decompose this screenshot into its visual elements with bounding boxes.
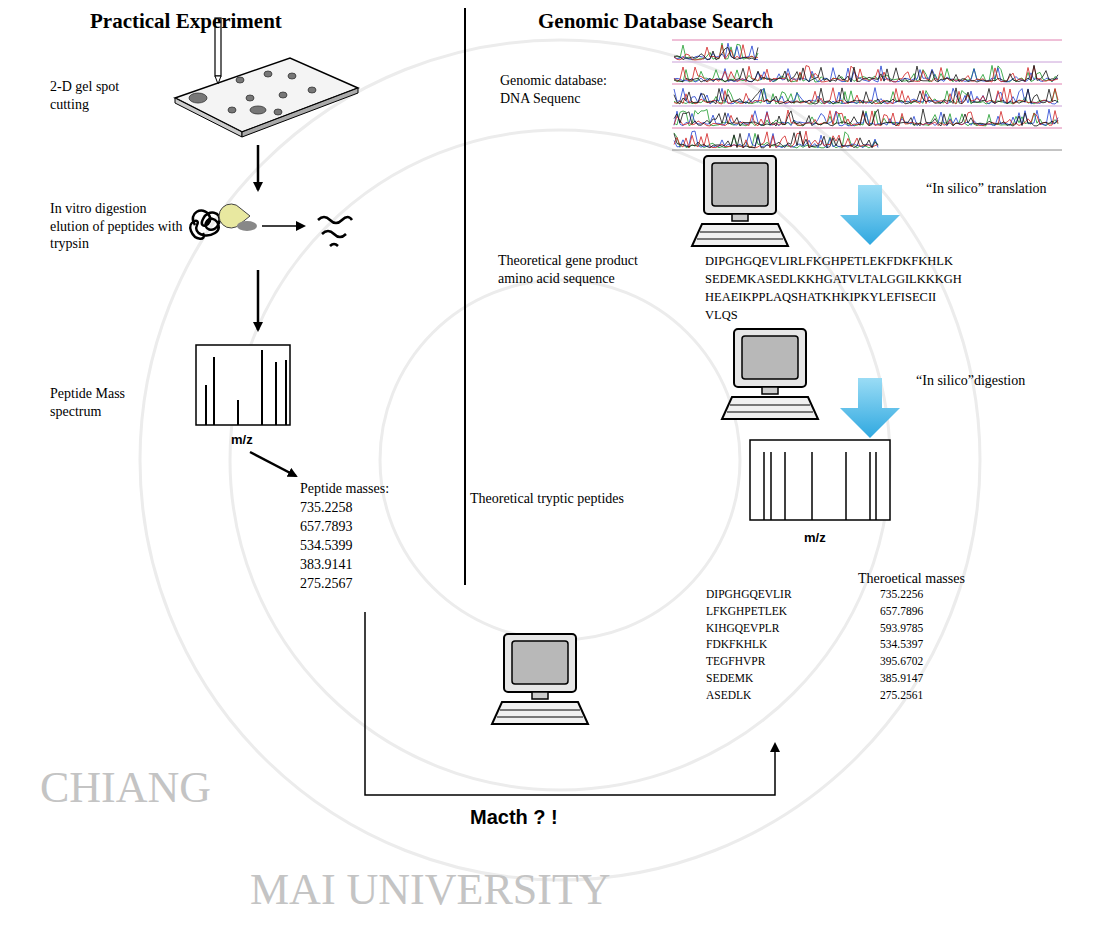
digestion-arrow xyxy=(262,225,304,227)
theoretical-mass: 735.2256 xyxy=(880,587,923,601)
peptide-mass: 657.7893 xyxy=(300,518,353,536)
axis-label: m/z xyxy=(231,432,253,448)
match-label: Macth ? ! xyxy=(470,805,558,830)
mass-spectrum xyxy=(196,345,290,425)
list-heading: Peptide masses: xyxy=(300,480,389,498)
sequence-line: SEDEMKASEDLKKHGATVLTALGGILKKKGH xyxy=(705,272,962,288)
watermark: MAI UNIVERSITY xyxy=(250,862,611,917)
step-label: 2-D gel spot cutting xyxy=(50,78,150,113)
table-heading: Theroetical masses xyxy=(858,570,965,588)
peptide-mass: 534.5399 xyxy=(300,537,353,555)
peptide-name: SEDEMK xyxy=(706,671,753,685)
peptide-mass: 735.2258 xyxy=(300,499,353,517)
step-label: Theoretical gene product amino acid sequ… xyxy=(498,252,668,287)
computer-icon xyxy=(722,329,818,419)
peptide-name: TEGFHVPR xyxy=(706,654,765,668)
dna-chromatogram xyxy=(672,40,1062,150)
watermark-seal xyxy=(140,40,980,880)
flow-arrow xyxy=(257,145,260,190)
theoretical-mass: 275.2561 xyxy=(880,688,923,702)
step-label: Peptide Mass spectrum xyxy=(50,385,160,420)
theoretical-mass: 385.9147 xyxy=(880,671,923,685)
watermark: CHIANG xyxy=(40,760,211,815)
axis-label: m/z xyxy=(804,530,826,546)
sequence-line: DIPGHGQEVLIRLFKGHPETLEKFDKFKHLK xyxy=(705,254,953,270)
theoretical-mass: 657.7896 xyxy=(880,604,923,618)
computer-icon xyxy=(492,634,588,724)
step-label: In vitro digestion elution of peptides w… xyxy=(50,200,185,253)
process-arrow xyxy=(840,185,900,245)
peptide-name: ASEDLK xyxy=(706,688,751,702)
flow-arrow xyxy=(257,270,260,330)
step-label: Theoretical tryptic peptides xyxy=(470,490,624,508)
process-arrow xyxy=(840,378,900,438)
peptide-name: DIPGHGQEVLIR xyxy=(706,587,792,601)
match-line xyxy=(365,612,775,795)
computer-icon xyxy=(692,156,788,246)
theoretical-spectrum xyxy=(750,440,890,520)
peptide-mass: 275.2567 xyxy=(300,575,353,593)
peptide-mass: 383.9141 xyxy=(300,556,353,574)
sequence-line: VLQS xyxy=(705,308,738,324)
column-divider xyxy=(464,8,466,585)
peptide-name: LFKGHPETLEK xyxy=(706,604,787,618)
flow-arrow xyxy=(250,452,296,476)
theoretical-mass: 593.9785 xyxy=(880,621,923,635)
process-label: “In silico” translation xyxy=(926,180,1047,198)
step-label: Genomic database: DNA Sequenc xyxy=(500,72,635,107)
process-label: “In silico”digestion xyxy=(916,372,1025,390)
theoretical-mass: 534.5397 xyxy=(880,637,923,651)
peptide-name: KIHGQEVPLR xyxy=(706,621,779,635)
sequence-line: HEAEIKPPLAQSHATKHKIPKYLEFISECII xyxy=(705,290,936,306)
theoretical-mass: 395.6702 xyxy=(880,654,923,668)
digestion-illustration xyxy=(190,210,352,246)
trypsin-symbol xyxy=(237,221,257,231)
column-heading: Genomic Database Search xyxy=(538,8,773,34)
peptide-name: FDKFKHLK xyxy=(706,637,767,651)
column-heading: Practical Experiment xyxy=(90,8,282,34)
gel-illustration xyxy=(175,18,358,137)
